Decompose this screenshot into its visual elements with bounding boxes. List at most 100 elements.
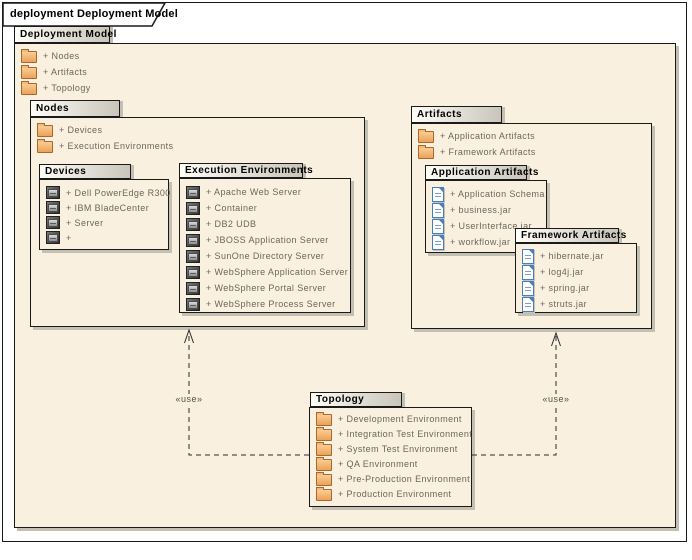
package-devices[interactable]: + Dell PowerEdge R300 + IBM BladeCenter … xyxy=(39,179,170,250)
item-label: + Apache Web Server xyxy=(206,187,302,197)
list-item[interactable]: + SunOne Directory Server xyxy=(186,248,350,264)
item-label: + Devices xyxy=(59,125,103,135)
list-item[interactable]: + Development Environment xyxy=(316,411,471,426)
package-title: Framework Artifacts xyxy=(521,230,627,241)
item-label: + UserInterface.jar xyxy=(450,221,532,231)
list-item[interactable]: + Application Artifacts xyxy=(418,128,651,144)
list-item[interactable]: + spring.jar xyxy=(522,280,636,296)
list-item[interactable]: + UserInterface.jar xyxy=(432,218,546,234)
list-item[interactable]: + QA Environment xyxy=(316,456,471,471)
folder-icon xyxy=(418,129,434,143)
item-label: + Development Environment xyxy=(338,413,462,424)
list-item[interactable]: + Pre-Production Environment xyxy=(316,471,471,486)
list-item[interactable]: + Nodes xyxy=(21,48,675,64)
list-item[interactable]: + JBOSS Application Server xyxy=(186,232,350,248)
package-title: Application Artifacts xyxy=(431,167,539,178)
item-label: + WebSphere Application Server xyxy=(206,267,349,277)
package-title: Topology xyxy=(316,394,365,405)
item-label: + IBM BladeCenter xyxy=(66,202,150,213)
package-framework-artifacts[interactable]: + hibernate.jar + log4j.jar + spring.jar… xyxy=(515,243,637,313)
item-label: + Nodes xyxy=(43,51,80,61)
folder-icon xyxy=(21,65,37,79)
frame-title: deployment Deployment Model xyxy=(10,8,178,20)
package-tab-topology[interactable]: Topology xyxy=(310,392,402,407)
list-item[interactable]: + workflow.jar xyxy=(432,234,546,250)
list-item[interactable]: + Container xyxy=(186,200,350,216)
list-item[interactable]: + Application Schema xyxy=(432,186,546,202)
list-item[interactable]: + log4j.jar xyxy=(522,264,636,280)
list-item[interactable]: + Artifacts xyxy=(21,64,675,80)
item-label: + xyxy=(66,232,72,243)
package-item-list: + Nodes + Artifacts + Topology xyxy=(15,44,675,96)
folder-icon xyxy=(418,145,434,159)
item-label: + Artifacts xyxy=(43,67,88,77)
package-topology[interactable]: + Development Environment + Integration … xyxy=(309,407,472,507)
item-label: + log4j.jar xyxy=(540,267,584,277)
package-tab-application-artifacts[interactable]: Application Artifacts xyxy=(425,165,538,180)
node-icon xyxy=(186,249,200,263)
package-title: Deployment Model xyxy=(20,29,117,40)
node-icon xyxy=(186,201,200,215)
package-tab-devices[interactable]: Devices xyxy=(39,164,131,179)
list-item[interactable]: + xyxy=(46,230,168,245)
node-icon xyxy=(46,216,60,229)
package-title: Execution Environments xyxy=(185,165,314,176)
package-tab-nodes[interactable]: Nodes xyxy=(30,100,120,117)
item-label: + WebSphere Process Server xyxy=(206,299,336,309)
list-item[interactable]: + Topology xyxy=(21,80,675,96)
node-icon xyxy=(186,281,200,295)
list-item[interactable]: + Integration Test Environment xyxy=(316,426,472,441)
package-tab-framework-artifacts[interactable]: Framework Artifacts xyxy=(515,228,626,243)
list-item[interactable]: + WebSphere Process Server xyxy=(186,296,350,312)
item-label: + hibernate.jar xyxy=(540,251,604,261)
artifact-icon xyxy=(522,264,534,280)
list-item[interactable]: + business.jar xyxy=(432,202,546,218)
item-label: + System Test Environment xyxy=(338,443,458,454)
artifact-icon xyxy=(432,234,444,250)
item-label: + business.jar xyxy=(450,205,512,215)
item-label: + WebSphere Portal Server xyxy=(206,283,327,293)
node-icon xyxy=(186,297,200,311)
package-tab-execution-environments[interactable]: Execution Environments xyxy=(179,163,313,178)
package-title: Devices xyxy=(45,166,87,177)
use-stereotype-label-left[interactable]: «use» xyxy=(173,394,205,404)
item-label: + JBOSS Application Server xyxy=(206,235,329,245)
list-item[interactable]: + WebSphere Application Server xyxy=(186,264,350,280)
list-item[interactable]: + System Test Environment xyxy=(316,441,471,456)
artifact-icon xyxy=(432,218,444,234)
list-item[interactable]: + Framework Artifacts xyxy=(418,144,651,160)
folder-icon xyxy=(21,81,37,95)
folder-icon xyxy=(316,426,332,441)
list-item[interactable]: + DB2 UDB xyxy=(186,216,350,232)
artifact-icon xyxy=(432,202,444,218)
node-icon xyxy=(46,201,60,214)
list-item[interactable]: + struts.jar xyxy=(522,296,636,312)
package-item-list: + Application Artifacts + Framework Arti… xyxy=(412,124,651,160)
item-label: + QA Environment xyxy=(338,458,418,469)
package-title: Artifacts xyxy=(417,109,463,120)
list-item[interactable]: + Server xyxy=(46,215,168,230)
list-item[interactable]: + Execution Environments xyxy=(37,138,364,154)
artifact-icon xyxy=(522,296,534,312)
package-application-artifacts[interactable]: + Application Schema + business.jar + Us… xyxy=(425,180,547,253)
item-label: + Container xyxy=(206,203,258,213)
list-item[interactable]: + WebSphere Portal Server xyxy=(186,280,350,296)
folder-icon xyxy=(316,411,332,426)
list-item[interactable]: + Apache Web Server xyxy=(186,184,350,200)
item-label: + SunOne Directory Server xyxy=(206,251,325,261)
package-execution-environments[interactable]: + Apache Web Server + Container + DB2 UD… xyxy=(179,178,351,313)
list-item[interactable]: + IBM BladeCenter xyxy=(46,200,168,215)
node-icon xyxy=(186,185,200,199)
package-item-list: + Development Environment + Integration … xyxy=(310,408,472,501)
use-stereotype-label-right[interactable]: «use» xyxy=(540,394,572,404)
node-icon xyxy=(186,233,200,247)
list-item[interactable]: + Production Environment xyxy=(316,486,471,501)
item-label: + Pre-Production Environment xyxy=(338,473,471,484)
package-tab-artifacts[interactable]: Artifacts xyxy=(411,106,502,123)
node-icon xyxy=(46,231,60,244)
item-label: + Topology xyxy=(43,83,91,93)
list-item[interactable]: + Devices xyxy=(37,122,364,138)
list-item[interactable]: + Dell PowerEdge R300 xyxy=(46,185,170,200)
list-item[interactable]: + hibernate.jar xyxy=(522,248,636,264)
